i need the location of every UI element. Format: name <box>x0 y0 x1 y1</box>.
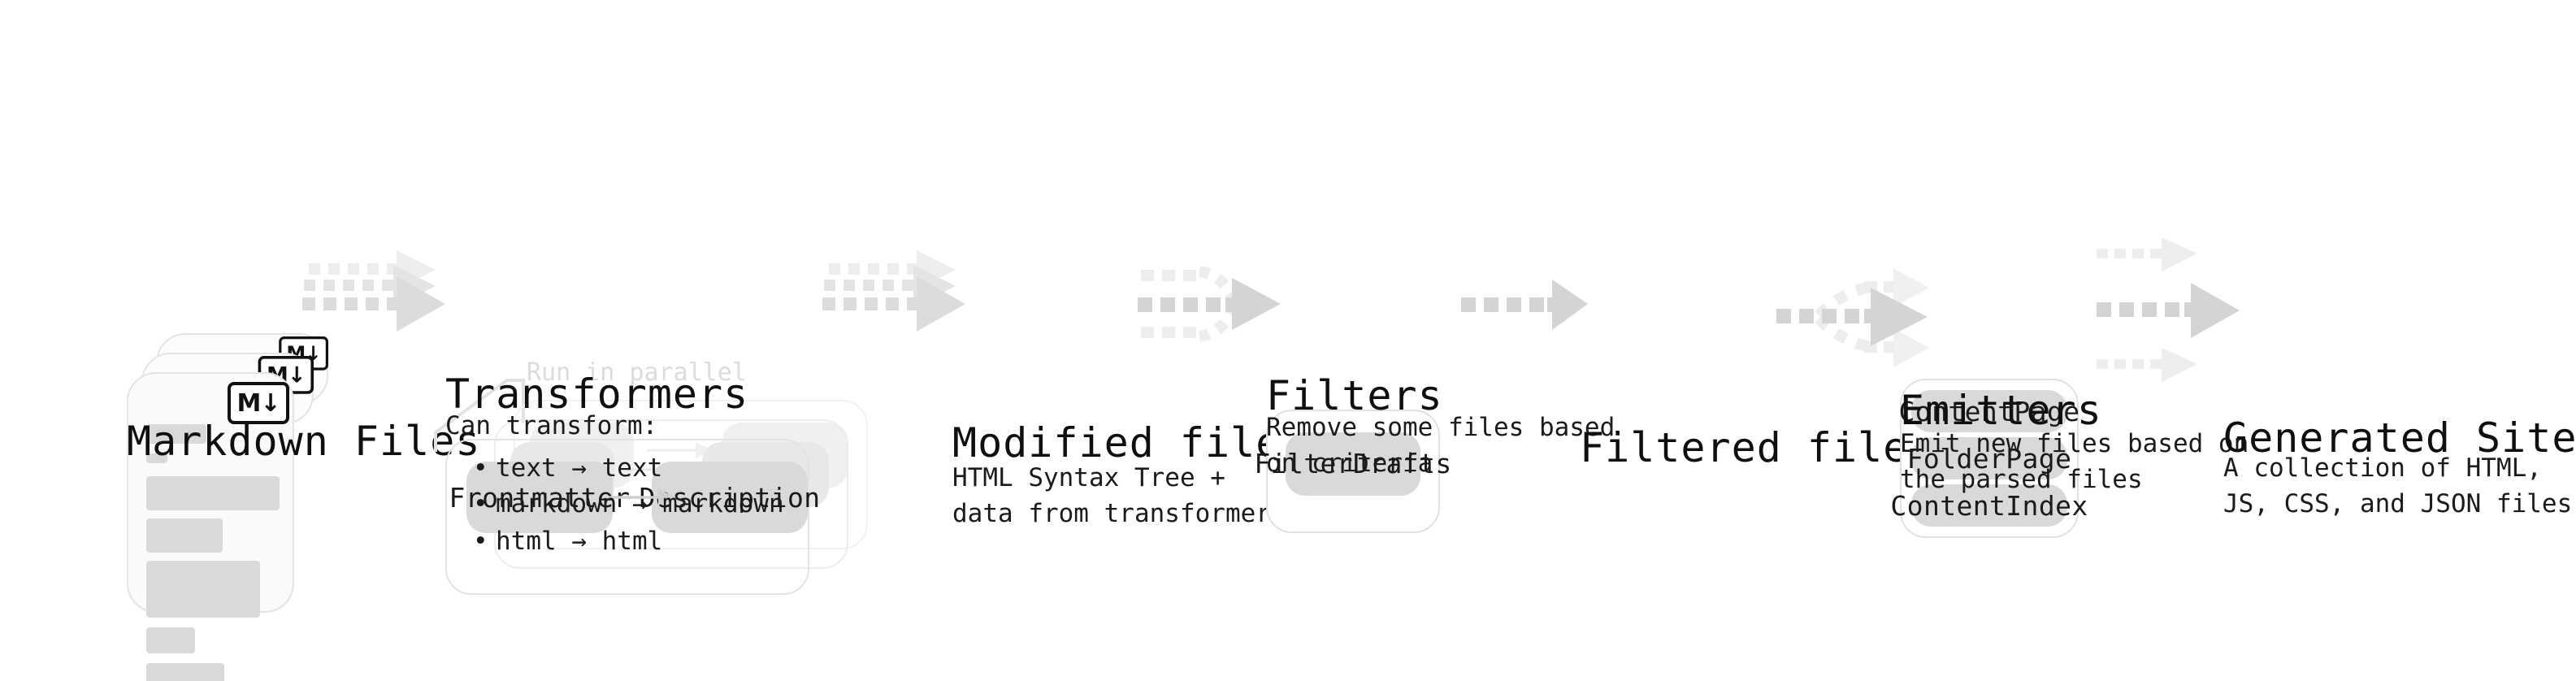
stage-title-modified-files: Modified files <box>952 419 1307 466</box>
transformers-bullet-list: text → text markdown → markdown html → h… <box>468 450 784 561</box>
stage-emitters: ContentPage FolderPage ContentIndex <box>1890 379 2290 681</box>
transformers-description-heading: Can transform: <box>445 411 658 440</box>
skeleton-line <box>146 453 167 463</box>
filter-node-filterdrafts[interactable]: FilterDrafts <box>1254 432 1451 496</box>
arrow-emitters-to-site <box>2097 237 2240 382</box>
stage-filters: FilterDrafts <box>1254 410 1624 653</box>
skeleton-line <box>146 627 195 653</box>
run-in-parallel-leader-line <box>434 379 525 452</box>
modified-files-description: HTML Syntax Tree + data from transformer… <box>952 463 1286 529</box>
emitter-node-folderpage[interactable]: FolderPage <box>1907 437 2071 479</box>
transformer-card-front <box>445 439 809 595</box>
skeleton-line <box>146 561 260 618</box>
generated-site-description: A collection of HTML, JS, CSS, and JSON … <box>2223 453 2573 519</box>
emitter-node-contentindex[interactable]: ContentIndex <box>1890 484 2088 527</box>
run-in-parallel-label: Run in parallel <box>527 358 747 387</box>
stage-title-markdown-files: Markdown Files <box>127 418 481 465</box>
arrow-modified-to-filters <box>1138 266 1281 342</box>
skeleton-line <box>146 476 280 510</box>
arrow-filters-to-filtered <box>1461 280 1588 330</box>
emitters-description: Emit new files based on the parsed files <box>1900 429 2249 495</box>
list-item: markdown → markdown <box>473 487 784 524</box>
skeleton-line <box>146 518 223 553</box>
list-item: text → text <box>473 450 784 488</box>
stage-title-filters: Filters <box>1266 372 1443 419</box>
emitter-node-contentpage[interactable]: ContentPage <box>1899 390 2079 432</box>
filters-description: Remove some files based on criteria <box>1266 413 1615 479</box>
stage-title-transformers: Transformers <box>445 371 749 418</box>
stage-title-filtered-files: Filtered files <box>1580 424 1934 471</box>
stage-title-emitters: Emitters <box>1900 387 2102 434</box>
markdown-logo-icon: M↓ <box>228 382 289 424</box>
list-item: html → html <box>473 523 784 561</box>
stage-title-generated-site: Generated Site <box>2223 414 2576 462</box>
skeleton-line <box>146 663 224 681</box>
skeleton-line <box>146 424 206 444</box>
arrow-filtered-to-emitters <box>1776 268 1929 367</box>
stage-markdown-files: M↓ M↓ M↓ <box>127 333 484 681</box>
arrow-transformers-to-modified <box>822 250 965 332</box>
arrow-markdown-to-transformers <box>302 250 445 332</box>
